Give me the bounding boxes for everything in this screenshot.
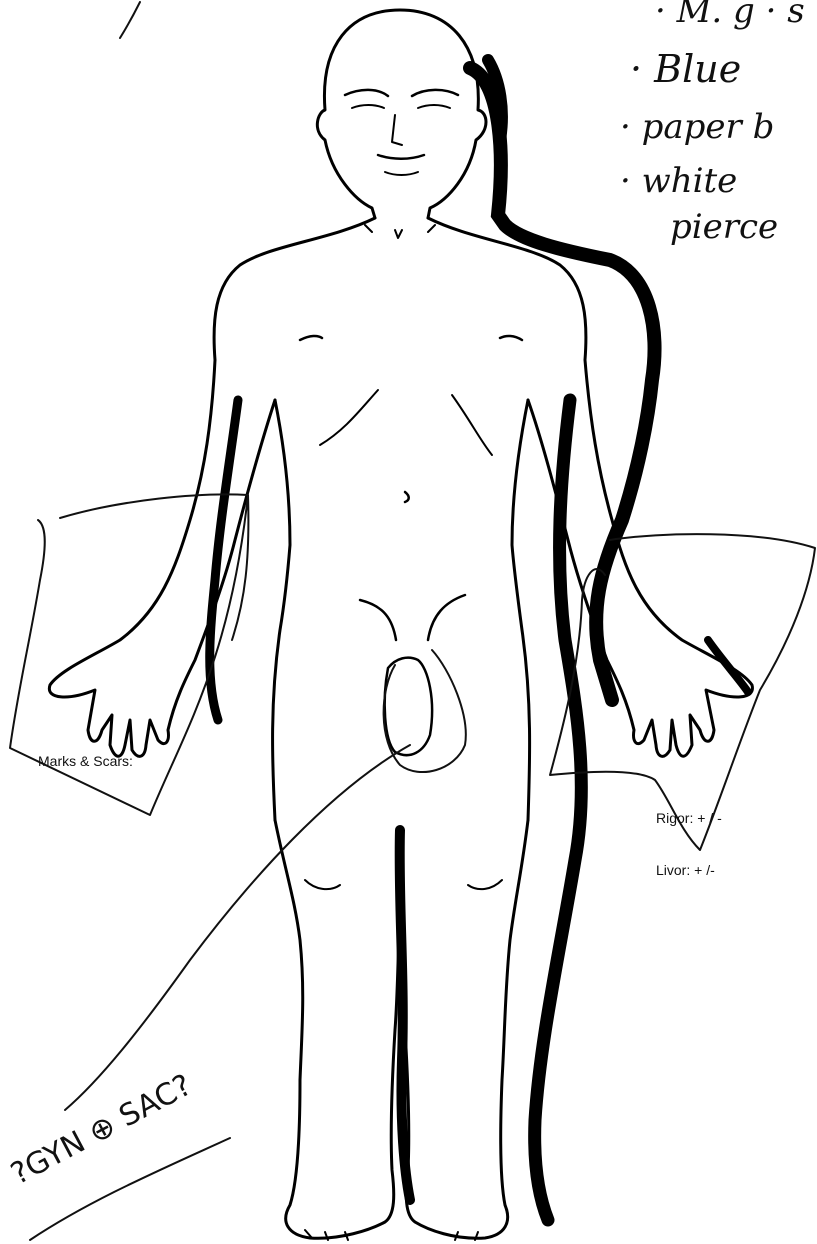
ink-box-right-hand: [550, 534, 815, 850]
note-line-1: · Blue: [630, 47, 741, 91]
navel: [405, 492, 409, 502]
eye-right: [418, 105, 450, 108]
nose: [392, 115, 402, 145]
livor-label: Livor: + /-: [656, 862, 715, 878]
right-shoulder-arm: [428, 218, 752, 756]
note-line-3: · white: [620, 161, 737, 201]
annotation-gyn-sac: ?GYN ⊕ SAC?: [5, 1068, 197, 1192]
body-shadow: [210, 60, 748, 1220]
left-leg: [275, 820, 400, 1238]
note-line-2: · paper b: [620, 107, 774, 147]
note-line-0: · M. g · s: [655, 0, 805, 31]
eye-left: [352, 105, 384, 108]
nipple-right: [500, 336, 522, 340]
head-outline: [317, 10, 486, 218]
note-line-4: pierce: [670, 207, 778, 247]
ink-stroke-top-left: [120, 2, 140, 38]
torso-right: [512, 400, 530, 820]
torso-left: [273, 400, 290, 820]
chin: [385, 172, 418, 175]
ribcage-right: [452, 395, 492, 455]
nipple-left: [300, 336, 322, 340]
collarbone-marks: [365, 225, 435, 238]
right-leg: [400, 820, 528, 1238]
ribcage-left: [320, 390, 378, 445]
marks-scars-label: Marks & Scars:: [38, 753, 133, 769]
eyebrow-right: [412, 90, 458, 96]
eyebrow-left: [345, 90, 388, 96]
mouth: [378, 155, 424, 159]
handwritten-annotations: · M. g · s · Blue · paper b · white pier…: [5, 0, 815, 1240]
groin-lines: [360, 595, 465, 640]
rigor-label: Rigor: + / -: [656, 810, 722, 826]
